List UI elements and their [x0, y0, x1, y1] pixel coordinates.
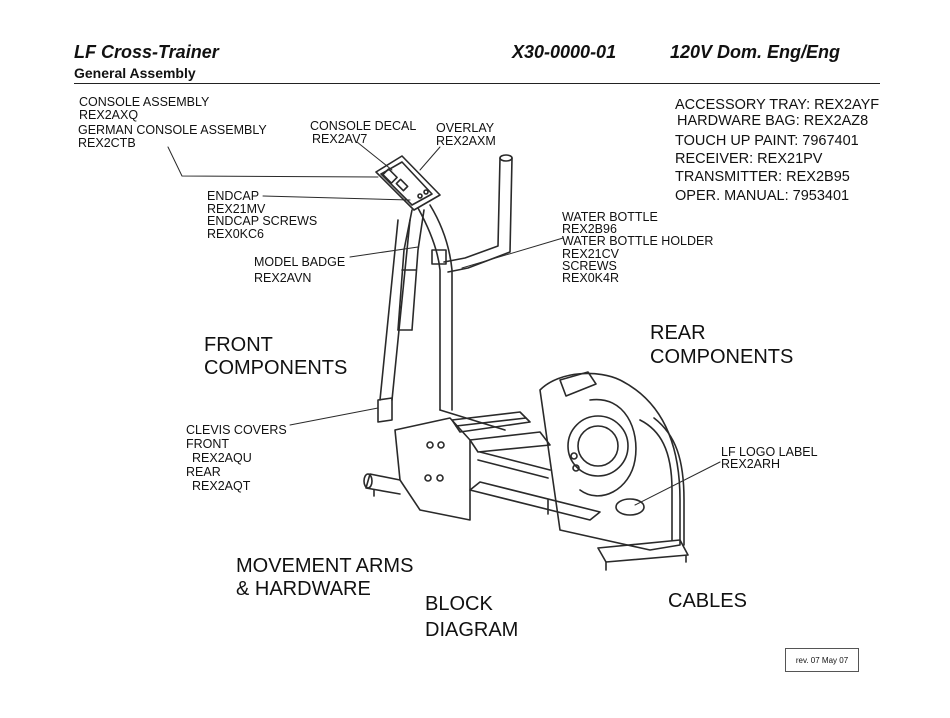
accessory-line: TRANSMITTER: REX2B95: [675, 169, 850, 185]
front-frame: [363, 397, 471, 521]
product-title: LF Cross-Trainer: [74, 42, 219, 62]
revision-text: rev. 07 May 07: [795, 655, 849, 665]
water-bottle-part: REX2B96: [562, 222, 617, 236]
overlay-label: OVERLAY: [436, 121, 495, 135]
clevis-rear-label: REAR: [186, 465, 221, 479]
water-bottle-holder-part: REX21CV: [562, 247, 619, 261]
endcap-label: ENDCAP: [207, 189, 260, 203]
water-bottle-label: WATER BOTTLE: [562, 210, 658, 224]
clevis-rear-part: REX2AQT: [192, 479, 251, 493]
rear-components-heading: COMPONENTS: [650, 346, 794, 368]
part-number: X30-0000-01: [512, 42, 617, 62]
front-components-heading: COMPONENTS: [204, 357, 348, 379]
accessory-line: OPER. MANUAL: 7953401: [675, 188, 850, 204]
model-badge-label: MODEL BADGE: [254, 255, 346, 269]
front-components-heading: FRONT: [204, 334, 273, 356]
leader-lines: [167, 141, 721, 506]
accessory-line: ACCESSORY TRAY: REX2AYF: [675, 97, 880, 113]
accessory-line: RECEIVER: REX21PV: [675, 151, 823, 167]
screws-label: SCREWS: [562, 259, 617, 273]
german-console-assembly-label: GERMAN CONSOLE ASSEMBLY: [78, 123, 267, 137]
movement-arms-heading: MOVEMENT ARMS: [236, 555, 414, 577]
endcap-screws-part: REX0KC6: [207, 227, 264, 241]
console-decal-label: CONSOLE DECAL: [310, 119, 417, 133]
accessory-line: HARDWARE BAG: REX2AZ8: [677, 113, 869, 129]
header-rule: [74, 83, 880, 84]
console-assembly-label: CONSOLE ASSEMBLY: [79, 95, 210, 109]
page-subtitle: General Assembly: [74, 65, 196, 81]
cables-heading: CABLES: [668, 590, 747, 612]
block-diagram-heading: DIAGRAM: [425, 619, 519, 641]
mast-and-handles: [379, 154, 513, 411]
voltage-language: 120V Dom. Eng/Eng: [670, 42, 841, 62]
model-badge-part: REX2AVN: [254, 271, 312, 285]
clevis-front-label: FRONT: [186, 437, 230, 451]
clevis-covers-label: CLEVIS COVERS: [186, 423, 287, 437]
lf-logo-label-part: REX2ARH: [721, 457, 781, 471]
revision-box: rev. 07 May 07: [785, 648, 859, 672]
accessory-line: TOUCH UP PAINT: 7967401: [675, 133, 859, 149]
endcap-part: REX21MV: [207, 202, 266, 216]
console-assembly-part: REX2AXQ: [79, 108, 139, 122]
screws-part: REX0K4R: [562, 271, 619, 285]
clevis-front-part: REX2AQU: [192, 451, 252, 465]
overlay-part: REX2AXM: [436, 134, 496, 148]
rear-components-heading: REAR: [650, 322, 706, 344]
lf-logo-label: LF LOGO LABEL: [721, 445, 818, 459]
german-console-assembly-part: REX2CTB: [78, 136, 136, 150]
console: [375, 155, 441, 211]
movement-arms-heading: & HARDWARE: [236, 578, 371, 600]
water-bottle-holder-label: WATER BOTTLE HOLDER: [562, 234, 714, 248]
block-diagram-heading: BLOCK: [425, 593, 493, 615]
console-decal-part: REX2AV7: [312, 132, 368, 146]
rear-housing: [539, 371, 689, 571]
endcap-screws-label: ENDCAP SCREWS: [207, 214, 318, 228]
pedals: [439, 409, 601, 521]
